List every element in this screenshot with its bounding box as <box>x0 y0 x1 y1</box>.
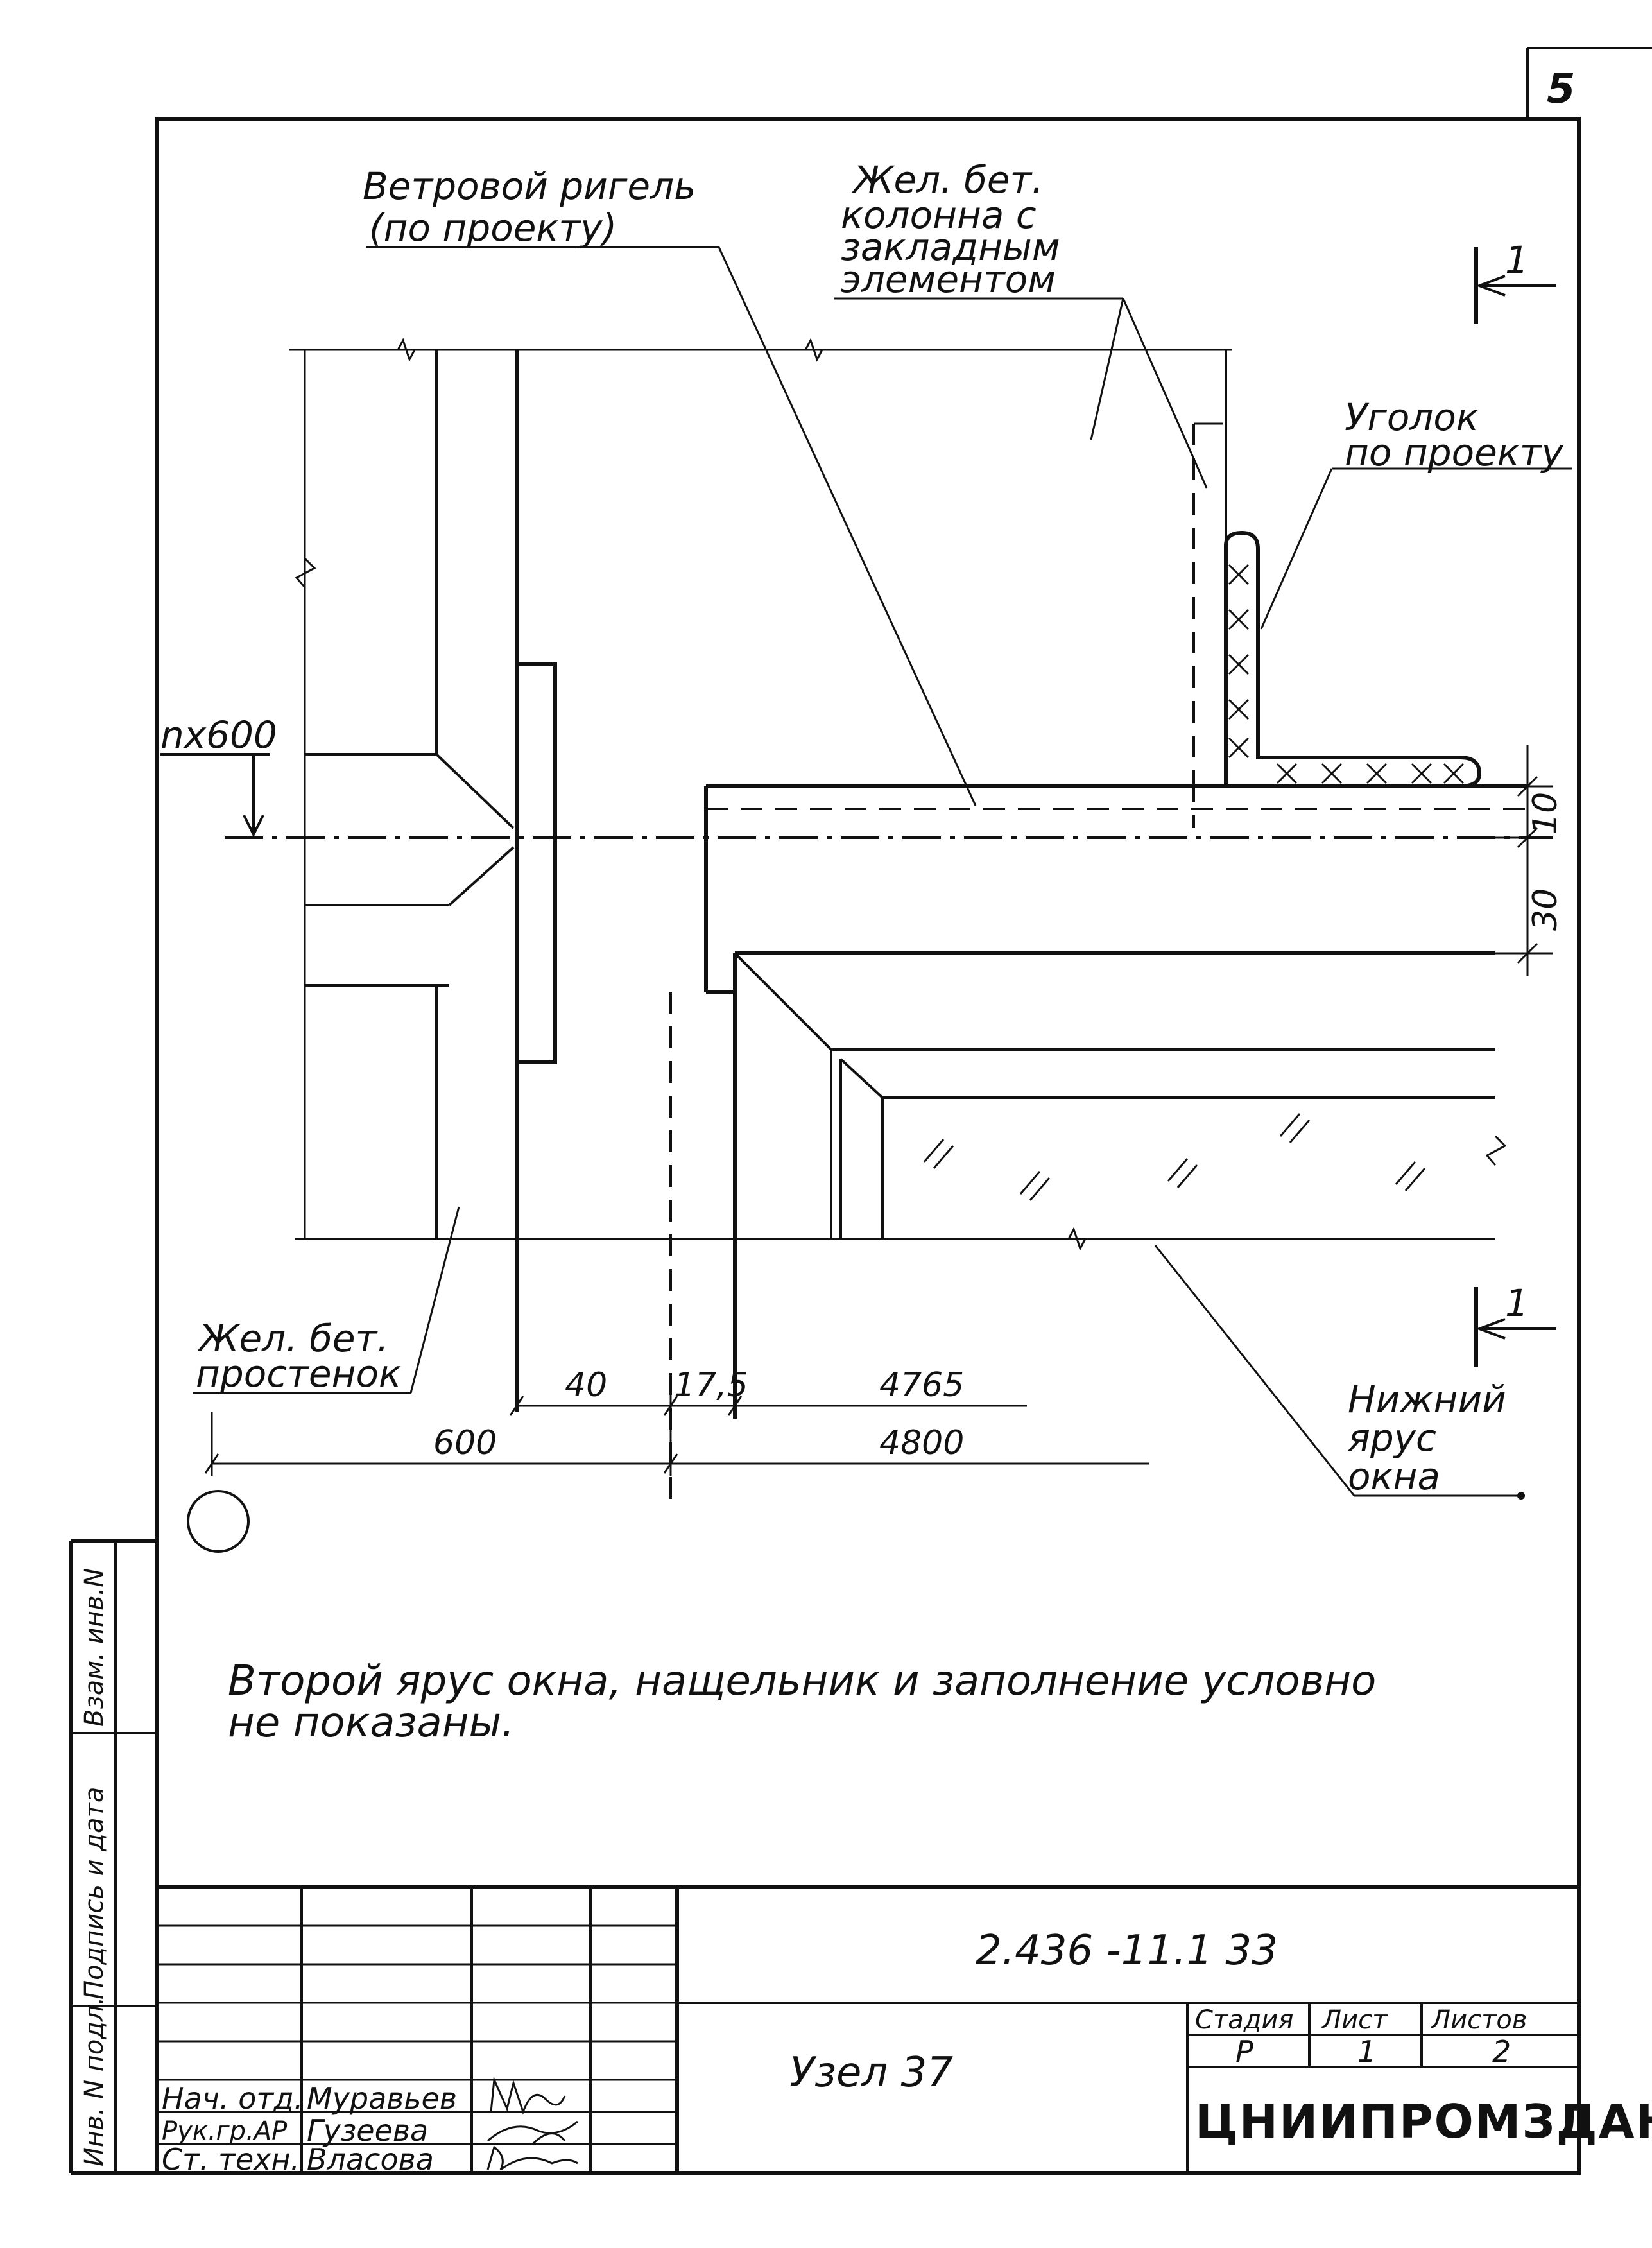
section-mark-bottom: 1 <box>1505 1281 1529 1325</box>
staff-role-1: Нач. отд. <box>162 2081 304 2116</box>
column-label-1: Жел. бет. <box>852 158 1044 202</box>
signature-2 <box>487 2120 578 2145</box>
lower-tier-label-1: Нижний <box>1348 1378 1506 1421</box>
nx600-label: nх600 <box>160 713 277 757</box>
side-stamp: Инв. N подл. Подпись и дата Взам. инв.N <box>69 1539 157 2175</box>
staff-role-3: Ст. техн. <box>162 2142 300 2177</box>
side-stamp-replace: Взам. инв.N <box>80 1568 109 1727</box>
dim-40: 40 <box>565 1366 607 1405</box>
pier-label-2: простенок <box>196 1352 401 1396</box>
signature-3 <box>486 2145 578 2171</box>
drawing-note: Второй ярус окна, нащельник и заполнение… <box>228 1657 1376 1747</box>
side-stamp-inv: Инв. N подл. <box>80 1997 109 2166</box>
dim-30: 30 <box>1526 888 1565 931</box>
page-number-corner: 5 <box>1526 47 1652 119</box>
staff-name-3: Власова <box>307 2142 434 2177</box>
lower-tier-label-3: окна <box>1348 1455 1440 1498</box>
section-mark-top: 1 <box>1505 238 1529 282</box>
sheet-value: 1 <box>1357 2034 1376 2069</box>
note-line-2: не показаны. <box>228 1699 514 1747</box>
detail-drawing: 1 1 nх600 10 30 40 17,5 4765 600 <box>160 158 1572 1553</box>
sheet-frame <box>155 117 1581 2175</box>
wind-beam-label-1: Ветровой ригель <box>363 164 696 208</box>
dim-4800: 4800 <box>879 1424 964 1462</box>
wind-beam-label-2: (по проекту) <box>369 206 617 250</box>
dim-4765: 4765 <box>879 1366 964 1405</box>
side-stamp-signature: Подпись и дата <box>80 1787 109 2000</box>
drawing-title: Узел 37 <box>789 2049 953 2097</box>
dim-17-5: 17,5 <box>674 1366 748 1405</box>
dim-600: 600 <box>433 1424 497 1462</box>
note-line-1: Второй ярус окна, нащельник и заполнение… <box>228 1657 1376 1705</box>
column-label-2: колонна с <box>841 193 1037 237</box>
angle-label-2: по проекту <box>1345 431 1564 474</box>
staff-role-2: Рук.гр.АР <box>162 2116 288 2146</box>
organization-name: ЦНИИПРОМЗДАНИЙ <box>1195 2095 1652 2149</box>
sheets-header: Листов <box>1430 2005 1527 2035</box>
angle-label-1: Уголок <box>1345 395 1479 439</box>
column-label-4: элементом <box>841 257 1056 301</box>
signature-1 <box>490 2076 566 2115</box>
pier-label-1: Жел. бет. <box>197 1317 389 1360</box>
stage-header: Стадия <box>1195 2005 1293 2035</box>
dim-10: 10 <box>1526 792 1565 834</box>
staff-name-2: Гузеева <box>307 2113 428 2148</box>
lower-tier-label-2: ярус <box>1348 1416 1436 1460</box>
sheet-header: Лист <box>1321 2005 1388 2035</box>
title-block: Нач. отд. Муравьев Рук.гр.АР Гузеева Ст.… <box>157 1885 1652 2177</box>
axis-marker-circle <box>187 1490 250 1553</box>
column-label-3: закладным <box>841 225 1060 269</box>
stage-value: Р <box>1235 2034 1253 2069</box>
page-number: 5 <box>1547 65 1576 113</box>
document-code: 2.436 -11.1 33 <box>976 1927 1278 1975</box>
staff-name-1: Муравьев <box>307 2081 457 2116</box>
sheets-value: 2 <box>1492 2034 1511 2069</box>
